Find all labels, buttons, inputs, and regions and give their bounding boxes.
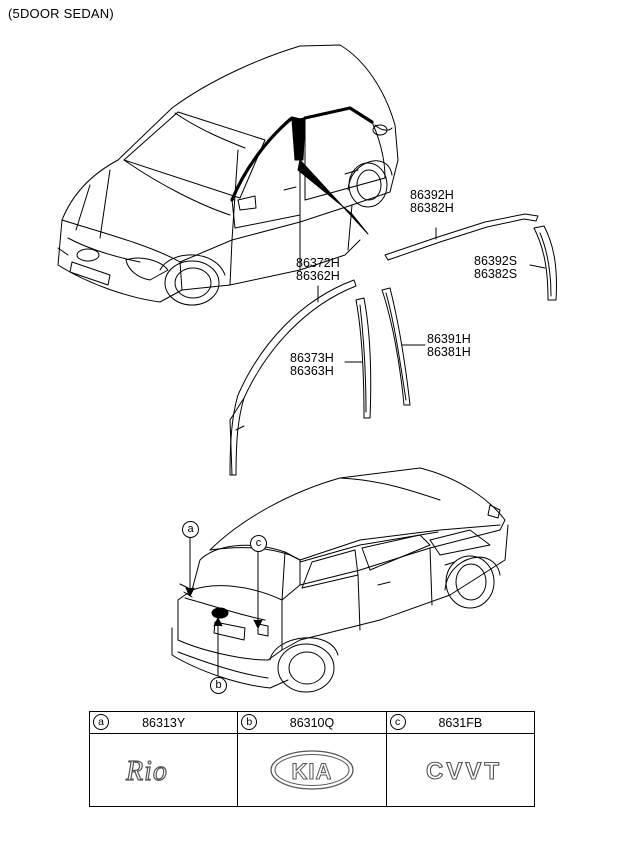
legend-part-number: 8631FB bbox=[438, 715, 483, 730]
front-car-drawing bbox=[57, 44, 399, 306]
callout-b: b bbox=[210, 677, 227, 694]
legend-image-cvvt bbox=[385, 733, 536, 807]
rear-door-frame-highlight bbox=[303, 106, 374, 124]
legend-letter-circle: b bbox=[241, 714, 258, 730]
label-86392S-86382S: 86392S 86382S bbox=[474, 255, 517, 281]
center-pillar-highlight bbox=[291, 117, 306, 161]
part-number: 86382S bbox=[474, 267, 518, 281]
legend-part-number: 86310Q bbox=[289, 715, 335, 730]
part-number: 86362H bbox=[296, 269, 340, 283]
callout-c: c bbox=[250, 535, 267, 552]
part-number: 86363H bbox=[290, 364, 334, 378]
front-door-frame-highlight bbox=[230, 116, 302, 202]
rear-pillar-molding bbox=[381, 287, 411, 406]
part-number: 86381H bbox=[427, 345, 471, 359]
upper-frame-molding bbox=[384, 213, 539, 261]
part-number: 86392S bbox=[474, 254, 518, 268]
legend-image-rio bbox=[88, 733, 239, 807]
front-pillar-molding bbox=[355, 297, 372, 419]
diagram-title: (5DOOR SEDAN) bbox=[8, 6, 114, 21]
legend-image-kia bbox=[237, 733, 387, 807]
front-frame-molding bbox=[229, 279, 357, 476]
label-86392H-86382H: 86392H 86382H bbox=[410, 189, 454, 215]
label-86391H-86381H: 86391H 86381H bbox=[427, 333, 471, 359]
rear-corner-molding bbox=[533, 225, 557, 301]
label-86372H-86362H: 86372H 86362H bbox=[296, 257, 340, 283]
legend-part-number: 86313Y bbox=[142, 715, 186, 730]
part-number: 86392H bbox=[410, 188, 454, 202]
legend-letter-circle: a bbox=[93, 714, 109, 730]
callout-a: a bbox=[182, 521, 199, 538]
part-number: 86382H bbox=[410, 201, 454, 215]
pillar-leader-wedge bbox=[297, 159, 369, 235]
part-number: 86372H bbox=[296, 256, 340, 270]
leader-86392S bbox=[529, 264, 546, 269]
emblem-legend-table: a 86313Y b 86310Q c 8631FB bbox=[88, 711, 536, 807]
rear-car-drawing bbox=[171, 467, 509, 693]
legend-header-c: c 8631FB bbox=[385, 711, 536, 734]
legend-header-a: a 86313Y bbox=[88, 711, 239, 734]
part-number: 86391H bbox=[427, 332, 471, 346]
label-86373H-86363H: 86373H 86363H bbox=[290, 352, 334, 378]
legend-letter-circle: c bbox=[389, 714, 406, 730]
part-number: 86373H bbox=[290, 351, 334, 365]
legend-header-b: b 86310Q bbox=[237, 711, 387, 734]
